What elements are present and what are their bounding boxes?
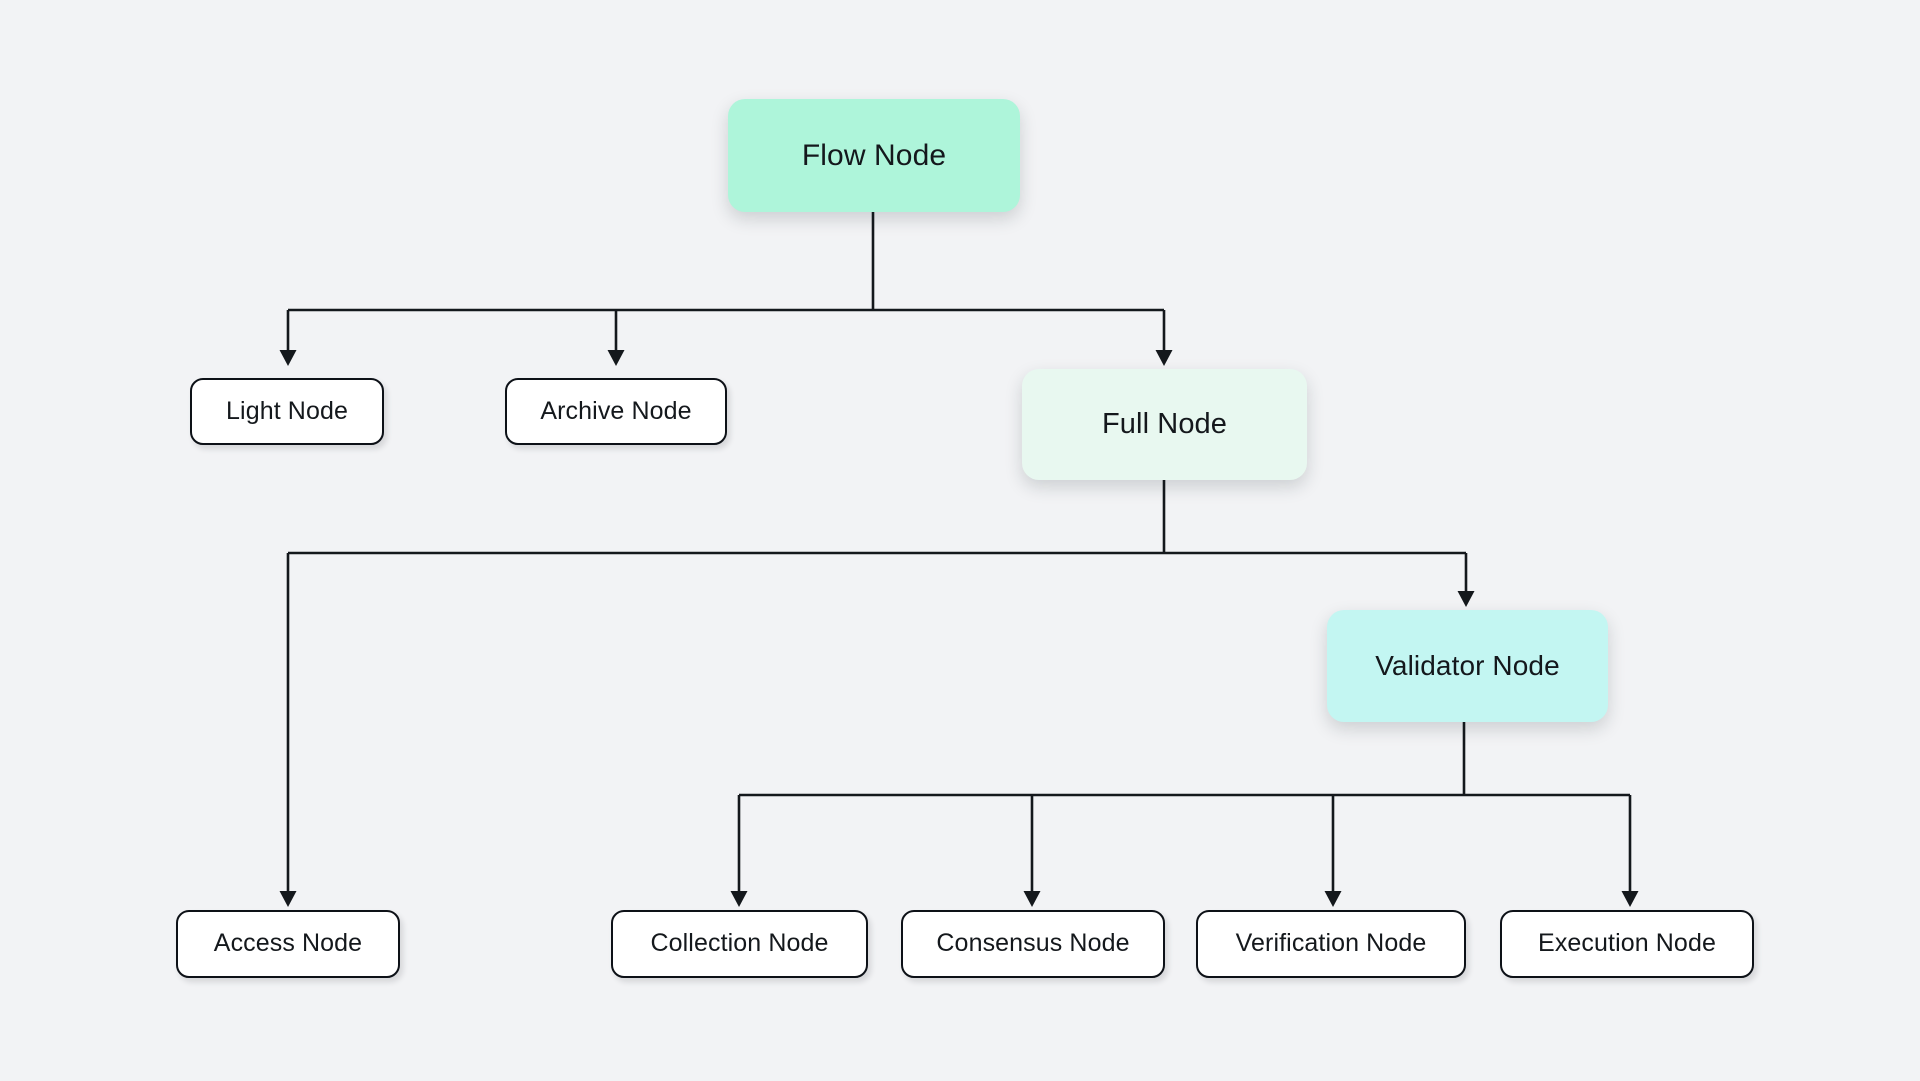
node-execution-node[interactable]: Execution Node [1500, 910, 1754, 978]
connector-validator-to-consensus [1023, 795, 1041, 907]
connector-flow-to-archive [607, 310, 625, 366]
node-label: Archive Node [540, 396, 692, 425]
connector-full-to-validator [1457, 553, 1475, 607]
node-label: Validator Node [1375, 649, 1560, 681]
node-flow-node[interactable]: Flow Node [728, 99, 1020, 212]
connector-group-full-node [279, 480, 1475, 907]
node-label: Execution Node [1538, 929, 1716, 958]
node-consensus-node[interactable]: Consensus Node [901, 910, 1165, 978]
connector-validator-to-execution [1621, 795, 1639, 907]
node-verification-node[interactable]: Verification Node [1196, 910, 1466, 978]
connector-full-to-access [279, 553, 297, 907]
node-archive-node[interactable]: Archive Node [505, 378, 727, 445]
node-label: Verification Node [1235, 929, 1427, 958]
connector-group-validator-node [730, 722, 1639, 907]
node-full-node[interactable]: Full Node [1022, 369, 1307, 480]
connector-validator-to-collection [730, 795, 748, 907]
node-label: Access Node [213, 929, 363, 958]
node-label: Full Node [1101, 407, 1227, 440]
node-access-node[interactable]: Access Node [176, 910, 400, 978]
connector-group-flow-node [279, 212, 1173, 366]
node-label: Flow Node [801, 139, 947, 172]
node-label: Consensus Node [936, 929, 1130, 958]
node-validator-node[interactable]: Validator Node [1327, 610, 1608, 722]
connector-validator-to-verification [1324, 795, 1342, 907]
node-collection-node[interactable]: Collection Node [611, 910, 868, 978]
connector-flow-to-light [279, 310, 297, 366]
node-label: Collection Node [650, 929, 829, 958]
node-label: Light Node [226, 396, 348, 425]
connector-flow-to-full [1155, 310, 1173, 366]
node-light-node[interactable]: Light Node [190, 378, 384, 445]
